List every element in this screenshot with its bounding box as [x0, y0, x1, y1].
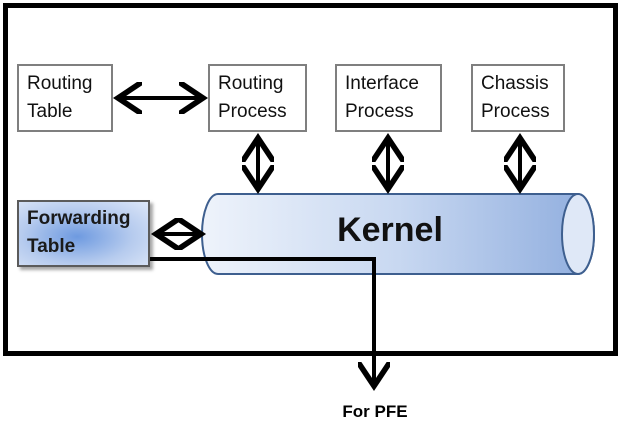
forwarding-table-box: Forwarding Table [17, 200, 150, 267]
pfe-label: For PFE [342, 402, 408, 421]
interface-process-line2: Process [345, 101, 414, 122]
forwarding-table-line2: Table [27, 236, 76, 257]
chassis-process-box: Chassis Process [471, 64, 565, 132]
chassis-process-line2: Process [481, 101, 550, 122]
chassis-process-line1: Chassis [481, 73, 549, 94]
forwarding-table-line1: Forwarding [27, 208, 131, 229]
connector-forwarding-table-to-pfe [150, 257, 374, 386]
routing-process-line2: Process [218, 101, 287, 122]
routing-process-line1: Routing [218, 73, 284, 94]
routing-table-line1: Routing [27, 73, 93, 94]
routing-process-box: Routing Process [208, 64, 307, 132]
routing-table-box: Routing Table [17, 64, 113, 132]
interface-process-line1: Interface [345, 73, 419, 94]
kernel-label: Kernel [337, 211, 443, 249]
routing-table-line2: Table [27, 101, 73, 122]
kernel-cylinder: Kernel [201, 193, 595, 275]
interface-process-box: Interface Process [335, 64, 442, 132]
